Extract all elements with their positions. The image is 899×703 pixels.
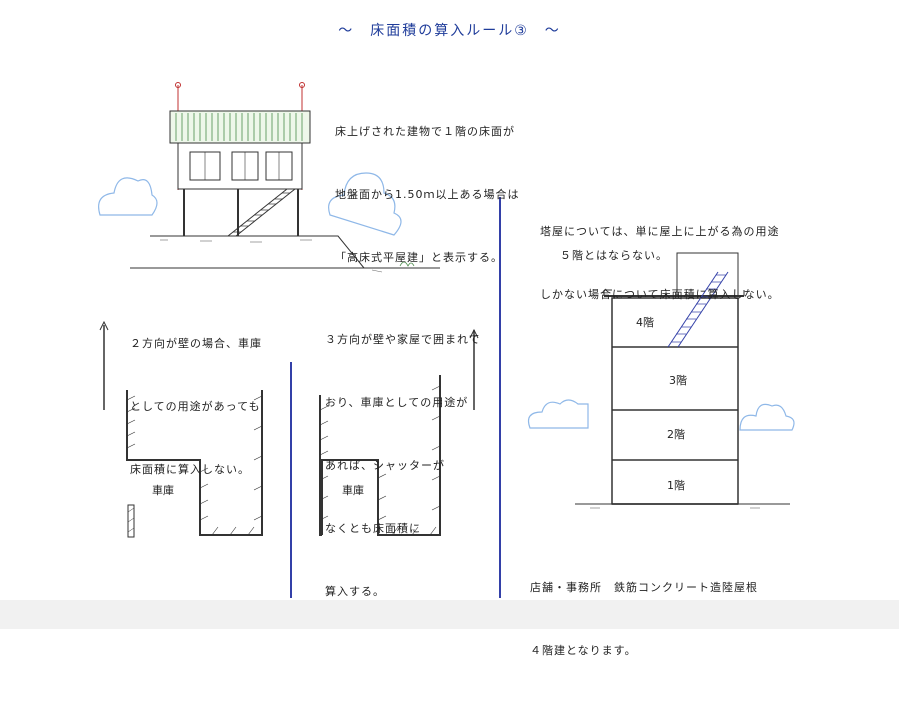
garage-three-walls-text: ３方向が壁や家屋で囲まれて おり、車庫としての用途が あれば、シャッターが なく… <box>325 333 481 598</box>
raised-house-illustration <box>98 82 440 273</box>
cloud-left-icon <box>98 177 158 216</box>
garage-three-walls-diagram: 車庫 <box>319 328 479 536</box>
page: ～ 床面積の算入ルール③ ～ <box>0 23 899 657</box>
illustration-canvas: 車庫 車庫 <box>98 82 795 598</box>
garage-two-walls-diagram: 車庫 <box>99 320 263 538</box>
footer-band <box>0 600 899 629</box>
floor-label-3: 3階 <box>669 373 687 387</box>
penthouse-note: ５階とはならない。 <box>560 249 668 262</box>
cloud-building-right-icon <box>739 403 795 431</box>
page-title: ～ 床面積の算入ルール③ ～ <box>338 23 561 39</box>
floor-label-2: 2階 <box>667 427 685 441</box>
penthouse-text: 塔屋については、単に屋上に上がる為の用途 しかない場合について床面積に算入しない… <box>540 225 780 301</box>
building-caption: 店舗・事務所 鉄筋コンクリート造陸屋根 ４階建となります。 <box>530 581 758 657</box>
cloud-right-icon <box>328 172 402 236</box>
cloud-building-left-icon <box>527 399 589 429</box>
floor-label-1: 1階 <box>667 478 685 492</box>
four-storey-building-diagram: 4階 3階 2階 1階 <box>527 252 795 509</box>
garage-label-three: 車庫 <box>342 483 364 497</box>
floor-label-4: 4階 <box>636 315 654 329</box>
raised-floor-text: 床上げされた建物で１階の床面が 地盤面から1.50ｍ以上ある場合は 「高床式平屋… <box>335 125 520 264</box>
garage-two-walls-text: ２方向が壁の場合、車庫 としての用途があっても 床面積に算入しない。 <box>130 337 262 476</box>
garage-label-two: 車庫 <box>152 483 174 497</box>
